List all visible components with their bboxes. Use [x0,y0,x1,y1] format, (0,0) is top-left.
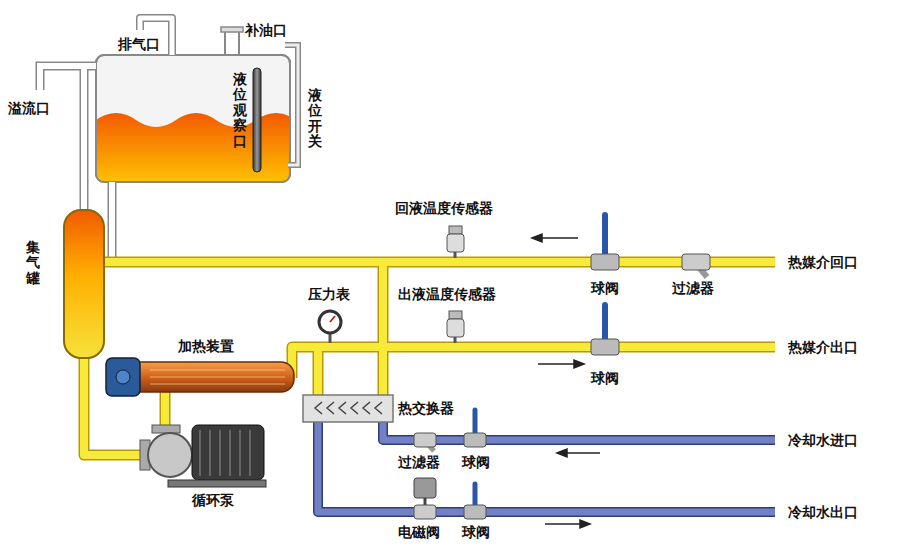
heater [116,370,130,384]
flow-arrow [580,520,590,528]
part-label: 液位观察口 [233,72,247,149]
port-label: 补油口 [245,22,287,38]
part-label: 集气罐 [26,240,40,286]
ball-valve [591,339,619,355]
port-label: 热媒介回口 [788,254,858,270]
part-label: 液位开关 [308,88,322,150]
sensor-label: 回液温度传感器 [395,200,493,216]
oil-tank [96,55,296,184]
temperature-sensor [454,337,457,343]
level-switch [285,45,298,165]
flow-arrow [545,523,582,525]
valve-label: 球阀 [591,370,619,386]
port-label: 热媒介出口 [788,339,858,355]
temperature-sensor [454,252,457,258]
gauge-label: 压力表 [308,286,350,302]
valve-label: 球阀 [591,280,619,296]
sight-glass [253,68,261,172]
oil-pipe [84,262,775,455]
valve-label: 电磁阀 [398,524,440,540]
circulation-pump [140,425,266,487]
heater [106,358,294,396]
port-label: 溢流口 [8,100,50,116]
heater [106,358,140,396]
solenoid-valve [414,478,436,519]
ball-valve [464,215,619,519]
circulation-pump [168,480,266,487]
port-label: 排气口 [118,36,160,52]
gas-collector [64,210,104,358]
oil-pipe [84,262,775,455]
ball-valve [473,410,478,434]
part-label: 热交换器 [398,400,454,416]
ball-valve [464,505,486,519]
flow-arrow [540,237,578,239]
sensor-label: 出液温度传感器 [398,286,496,302]
heat-exchanger [315,402,382,414]
heater [150,370,285,384]
solenoid-valve [424,498,427,505]
flow-arrow [557,449,567,457]
heat-exchanger [303,395,393,422]
ball-valve [464,433,486,447]
temperature-sensor [449,226,462,234]
flow-arrow [532,234,542,242]
level-switch [285,45,298,165]
temperature-sensor [447,319,464,337]
circulation-pump [152,425,180,433]
filter [414,254,710,451]
valve-label: 球阀 [462,524,490,540]
heat-exchanger [303,395,393,422]
water-pipe [318,420,775,512]
pressure-gauge [319,311,341,343]
filter [682,254,710,270]
flow-arrow [574,360,584,368]
temperature-sensor [447,234,464,252]
flow-arrow [532,234,600,528]
oil-pipe [84,262,775,455]
valve-label: 球阀 [462,454,490,470]
port-label: 冷却水出口 [788,504,858,520]
port-label: 冷却水进口 [788,432,858,448]
level-switch [285,45,298,165]
water-pipe [318,420,775,512]
water-pipe [318,420,775,512]
fill-port [225,30,239,55]
temperature-sensor [447,226,464,343]
pressure-gauge [330,316,335,322]
flow-arrow [538,363,576,365]
sight-glass [253,68,261,172]
ball-valve [602,215,608,256]
circulation-pump [200,430,250,476]
gas-collector [64,210,104,358]
ball-valve [602,305,608,341]
circulation-pump [192,425,264,480]
oil-tank [96,55,290,182]
filter-label: 过滤器 [398,454,440,470]
solenoid-valve [414,478,436,498]
part-label: 加热装置 [178,338,234,354]
circulation-pump [148,433,192,477]
fill-port [221,27,243,55]
pressure-gauge [319,311,341,333]
solenoid-valve [414,505,436,519]
ball-valve [473,484,478,506]
part-label: 循环泵 [192,492,234,508]
ball-valve [591,254,619,270]
filter-label: 过滤器 [672,280,714,296]
filter [414,433,436,447]
flow-arrow [565,452,600,454]
temperature-sensor [449,311,462,319]
fill-port [221,27,243,32]
